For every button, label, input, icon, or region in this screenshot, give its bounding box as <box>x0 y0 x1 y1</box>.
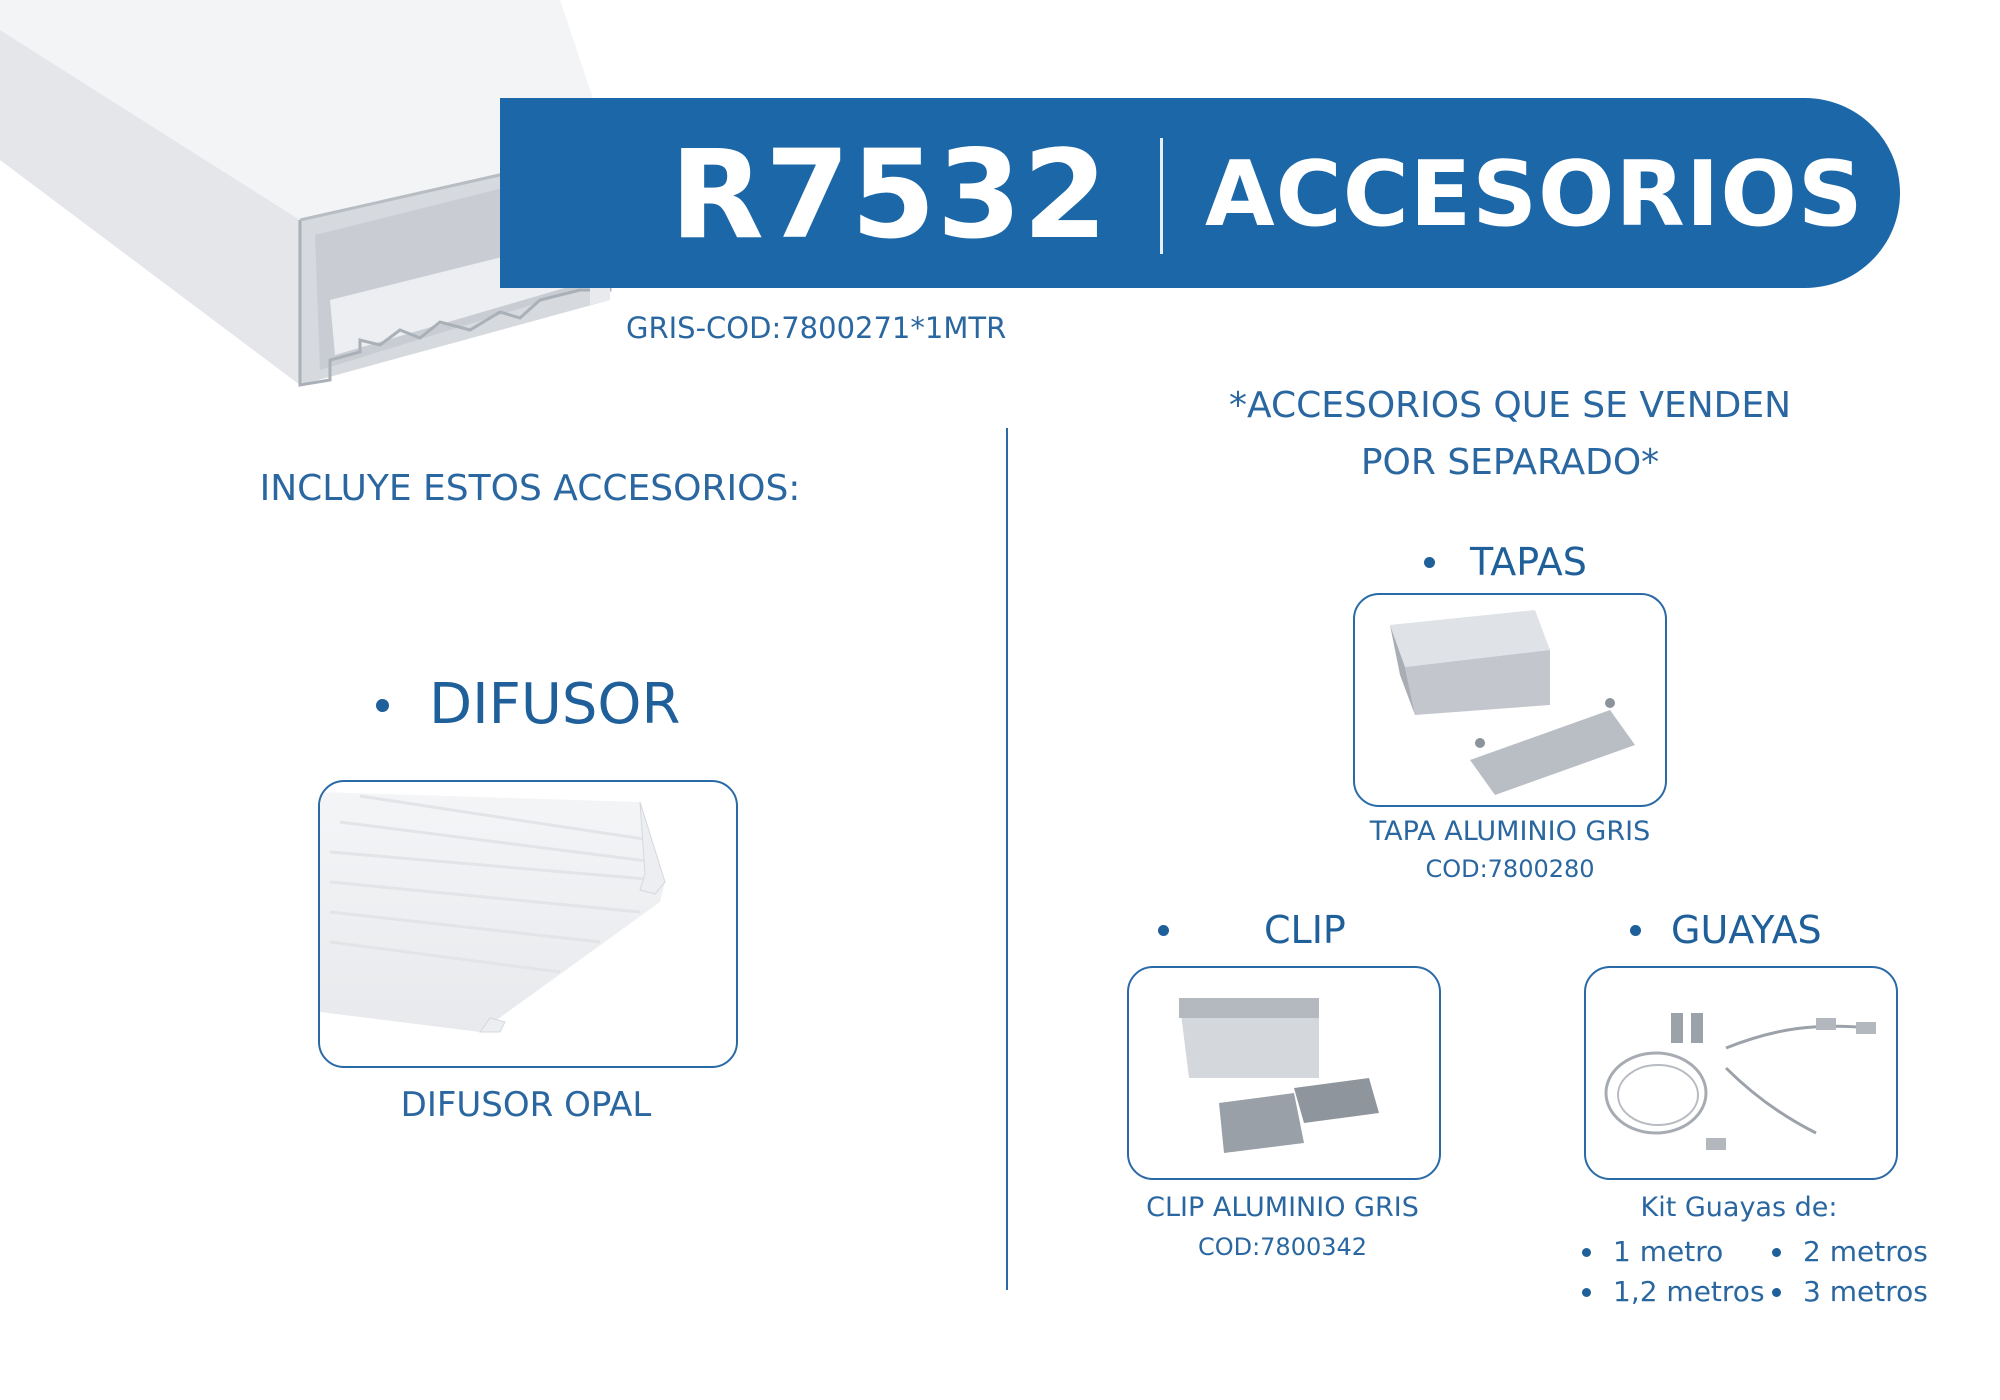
page-title: ACCESORIOS <box>1205 142 1864 247</box>
bullet-icon <box>1582 1287 1591 1297</box>
guayas-image-frame <box>1584 966 1898 1180</box>
difusor-heading: DIFUSOR <box>376 670 680 740</box>
guayas-option-label: 1 metro <box>1613 1235 1724 1268</box>
guayas-option: 3 metros <box>1772 1272 1928 1312</box>
product-code: GRIS-COD:7800271*1MTR <box>626 311 1007 345</box>
vertical-divider <box>1006 428 1008 1290</box>
bullet-icon <box>1772 1287 1781 1297</box>
model-code: R7532 <box>670 124 1109 266</box>
difusor-image-frame <box>318 780 738 1068</box>
separate-heading-line2: POR SEPARADO* <box>1360 442 1660 483</box>
guayas-option: 1,2 metros <box>1582 1272 1765 1312</box>
difusor-image <box>320 792 666 1033</box>
bullet-icon <box>1630 924 1641 936</box>
clip-image-frame <box>1127 966 1441 1180</box>
difusor-title: DIFUSOR <box>429 672 681 737</box>
guayas-caption: Kit Guayas de: <box>1640 1192 1838 1223</box>
tapas-title: TAPAS <box>1470 540 1587 584</box>
clip-code: COD:7800342 <box>1197 1233 1368 1261</box>
tapas-image <box>1390 610 1635 795</box>
guayas-option-label: 1,2 metros <box>1613 1275 1765 1308</box>
clip-caption: CLIP ALUMINIO GRIS <box>1146 1192 1419 1223</box>
separate-heading-line1: *ACCESORIOS QUE SE VENDEN <box>1228 385 1792 426</box>
tapas-heading: TAPAS <box>1424 540 1587 584</box>
clip-heading: CLIP <box>1158 908 1346 952</box>
guayas-option: 2 metros <box>1772 1232 1928 1272</box>
bullet-icon <box>376 698 389 712</box>
bullet-icon <box>1582 1247 1591 1257</box>
guayas-heading: GUAYAS <box>1630 908 1822 952</box>
tapas-code: COD:7800280 <box>1425 855 1595 883</box>
difusor-caption: DIFUSOR OPAL <box>400 1085 652 1125</box>
header-divider <box>1160 138 1163 254</box>
guayas-option-label: 2 metros <box>1803 1235 1928 1268</box>
bullet-icon <box>1772 1247 1781 1257</box>
header-banner <box>500 98 1900 288</box>
bullet-icon <box>1424 556 1435 568</box>
guayas-option-label: 3 metros <box>1803 1275 1928 1308</box>
tapas-image-frame <box>1353 593 1667 807</box>
bullet-icon <box>1158 924 1169 936</box>
clip-title: CLIP <box>1264 908 1346 952</box>
guayas-image <box>1604 1013 1876 1150</box>
included-heading: INCLUYE ESTOS ACCESORIOS: <box>259 468 801 509</box>
guayas-option: 1 metro <box>1582 1232 1723 1272</box>
tapas-caption: TAPA ALUMINIO GRIS <box>1369 816 1651 847</box>
clip-image <box>1179 998 1379 1153</box>
guayas-title: GUAYAS <box>1671 908 1822 952</box>
